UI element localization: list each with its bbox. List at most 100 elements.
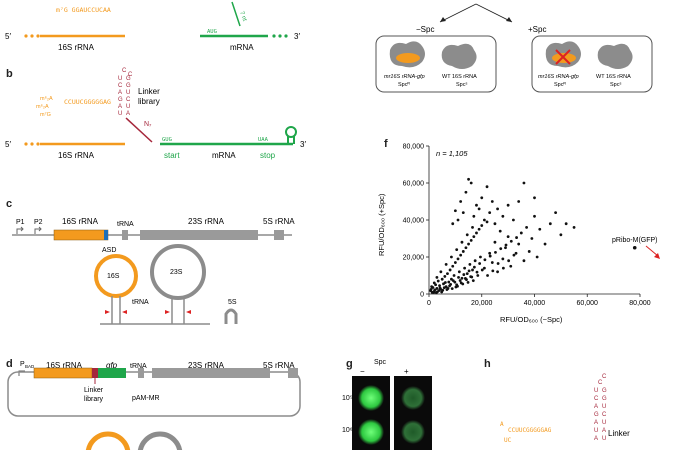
- scatter-annotation: pRibo-M(GFP): [612, 237, 658, 244]
- scatter-point: [504, 246, 507, 250]
- scatter-point: [447, 280, 451, 284]
- panel-b-seq: CCUUCGGGGGAG: [64, 98, 111, 106]
- panel-b-letter: b: [6, 68, 13, 80]
- panel-e-cell3-label: mr16S rRNA-gfp: [538, 74, 579, 80]
- svg-text:G: G: [602, 396, 607, 402]
- scatter-point: [453, 209, 457, 213]
- x-tick-label: 60,000: [577, 300, 599, 307]
- 23s-ring-icon: [150, 244, 206, 300]
- panel-a-rrna-label: 16S rRNA: [58, 43, 95, 52]
- panel-b-mod-2: m⁶₂A: [36, 103, 49, 110]
- scatter-point: [476, 274, 480, 277]
- panel-h-uc: UC: [504, 437, 512, 444]
- scatter-point: [517, 200, 521, 203]
- scatter-point: [535, 255, 539, 259]
- panel-g-title: Spc: [374, 359, 387, 366]
- scatter-point: [438, 284, 441, 288]
- plate-plus-spc: [531, 35, 653, 93]
- svg-text:G: G: [126, 76, 131, 82]
- scatter-point: [450, 287, 454, 291]
- panel-d-library: library: [84, 396, 104, 403]
- scatter-point: [554, 211, 557, 214]
- panel-c-16s-label: 16S rRNA: [62, 217, 99, 226]
- scatter-point: [506, 235, 510, 239]
- scatter-point: [485, 220, 489, 224]
- 16s-ring-icon: [94, 254, 138, 298]
- scatter-point: [480, 224, 484, 227]
- scatter-point: [479, 255, 482, 259]
- scatter-point: [498, 229, 502, 233]
- panel-d-linker: Linker: [84, 387, 104, 394]
- scatter-point: [533, 214, 536, 218]
- panel-c-5s-label: 5S rRNA: [263, 217, 295, 226]
- panel-g: Spc − + 10⁵ 10⁶: [340, 354, 440, 450]
- scatter-point: [467, 269, 471, 273]
- colony-spot: [358, 419, 384, 445]
- scatter-point: [480, 268, 484, 272]
- panel-d-diagram: P BAD 16S rRNA gfp tRNA 23S rRNA 5S rRNA…: [7, 361, 301, 455]
- scatter-point: [509, 239, 513, 243]
- svg-text:G: G: [126, 83, 131, 89]
- panel-g-minus: −: [360, 367, 365, 376]
- panel-b-stop-codon: UAA: [258, 137, 269, 143]
- x-tick-label: 80,000: [629, 300, 651, 307]
- panel-e-cell2-label: WT 16S rRNA: [442, 74, 477, 80]
- panel-c-16s-ring: 16S: [107, 273, 120, 280]
- scatter-point: [533, 196, 536, 200]
- x-tick-label: 20,000: [471, 300, 493, 307]
- panel-e-cell3-res: Spcᴿ: [554, 81, 566, 88]
- scatter-point: [490, 261, 494, 264]
- scatter-point: [451, 222, 455, 226]
- scatter-point: [453, 280, 457, 284]
- panel-d: P BAD 16S rRNA gfp tRNA 23S rRNA 5S rRNA…: [0, 356, 370, 455]
- scatter-point: [432, 281, 436, 285]
- panel-b-5prime: 5′: [5, 140, 11, 149]
- scatter-point: [437, 289, 441, 292]
- scatter-point: [460, 276, 464, 280]
- scatter-point: [442, 286, 446, 290]
- cell-icon: [441, 43, 477, 69]
- panel-c-trna-label: tRNA: [117, 221, 134, 228]
- scatter-point: [548, 222, 552, 226]
- scatter-point: [530, 237, 534, 240]
- scatter-point: [456, 257, 460, 261]
- svg-text:G: G: [594, 412, 599, 418]
- scatter-point: [464, 246, 468, 250]
- scatter-point: [519, 231, 523, 235]
- scatter-point: [501, 214, 505, 218]
- cell-icon: [597, 43, 633, 69]
- panel-h-letter: h: [484, 358, 491, 370]
- panel-h-a: A: [500, 421, 504, 428]
- scatter-point: [461, 211, 465, 214]
- scatter-point: [538, 227, 542, 231]
- scatter-point: [480, 196, 484, 200]
- panel-a-diagram: m⁷G GGAUCCUCAA 5′ 16S rRNA 7 nt AUG 3′ m…: [5, 1, 300, 52]
- svg-text:C: C: [126, 97, 131, 103]
- panel-b-rrna-label: 16S rRNA: [58, 151, 95, 160]
- colony-spot: [358, 385, 384, 411]
- scatter-ylabel: RFU/OD₆₀₀ (+Spc): [377, 193, 386, 256]
- svg-text:U: U: [126, 90, 130, 96]
- y-tick-label: 60,000: [403, 181, 425, 188]
- scatter-point: [451, 264, 455, 268]
- scatter-point: [444, 263, 448, 266]
- panel-b: m⁶₂A m⁶₂A m⁷G CCUUCGGGGGAG 5′ 16S rRNA C…: [0, 66, 370, 176]
- scatter-point: [501, 266, 505, 270]
- svg-text:U: U: [118, 111, 122, 117]
- scatter-point: [469, 275, 473, 279]
- panel-f: n = 1,105 RFU/OD₆₀₀ (+Spc) RFU/OD₆₀₀ (−S…: [370, 138, 685, 328]
- svg-text:C: C: [602, 412, 607, 418]
- scatter-point: [455, 248, 459, 251]
- svg-text:U: U: [602, 404, 606, 410]
- panel-e-diagram: −Spc +Spc mr16S rRNA-gfp Spcᴿ WT 16S rRN…: [375, 3, 653, 93]
- scatter-point: [499, 247, 503, 251]
- x-tick-label: 40,000: [524, 300, 546, 307]
- svg-text:U: U: [126, 104, 130, 110]
- svg-text:U: U: [602, 436, 606, 442]
- scatter-point: [475, 203, 478, 207]
- scatter-point: [448, 284, 451, 288]
- scatter-point: [473, 259, 477, 263]
